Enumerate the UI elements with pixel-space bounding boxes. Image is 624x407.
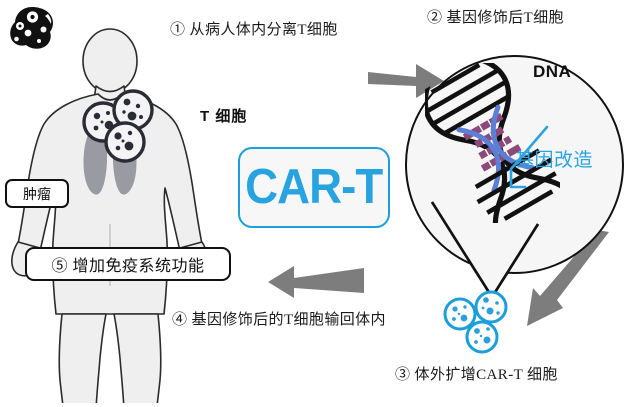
- dna-label: DNA: [533, 62, 572, 81]
- step3-caption: ③ 体外扩增CAR-T 细胞: [395, 367, 558, 383]
- t-cell-label: T 细胞: [200, 108, 248, 125]
- arrow-step2-to-step3: [505, 230, 615, 338]
- step2-caption: ② 基因修饰后T细胞: [427, 10, 564, 26]
- step1-caption: ① 从病人体内分离T细胞: [170, 22, 338, 38]
- cart-logo-badge: CAR-T: [238, 147, 390, 228]
- cart-logo-text: CAR-T: [245, 160, 383, 214]
- step4-caption: ④ 基因修饰后的T细胞输回体内: [172, 312, 386, 328]
- patient-body-silhouette: [10, 28, 210, 403]
- dna-helix-icon: [425, 63, 560, 223]
- tumor-label: 肿瘤: [5, 179, 69, 208]
- expanded-cart-cells-icon: [443, 290, 519, 356]
- step5-immune-function-label: ⑤ 增加免疫系统功能: [25, 247, 231, 281]
- t-cells-in-body-icon: [82, 88, 160, 166]
- gene-editing-label: 基因改造: [515, 150, 594, 171]
- gene-editing-bracket-icon: [495, 125, 555, 195]
- arrow-step4-to-body: [264, 264, 364, 302]
- cell-cluster-logo-icon: [8, 6, 56, 52]
